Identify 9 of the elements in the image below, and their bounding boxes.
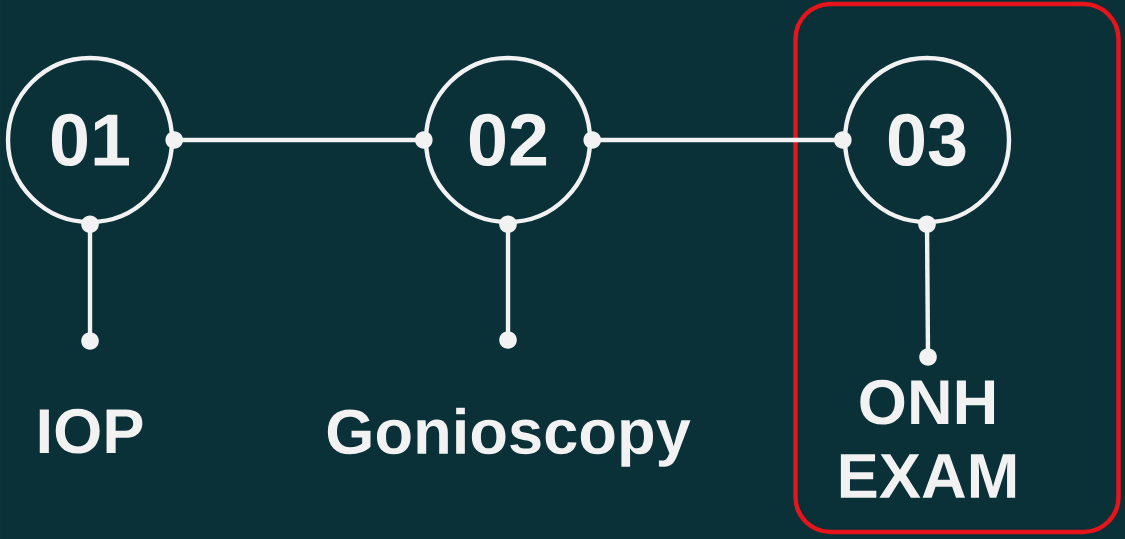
highlight-frame	[793, 1, 1121, 535]
connector	[165, 131, 433, 149]
step-label: IOP	[39, 408, 143, 454]
connector	[918, 215, 937, 366]
step-label: ONH EXAM	[840, 379, 1016, 498]
connector	[583, 131, 852, 149]
connector	[81, 215, 99, 350]
connector	[499, 215, 517, 349]
step-label: Gonioscopy	[327, 407, 691, 467]
